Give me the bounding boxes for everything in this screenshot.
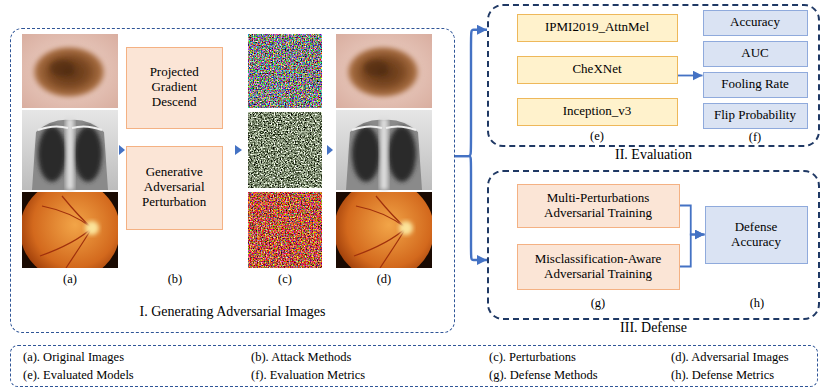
flow-arrowhead <box>119 145 125 155</box>
attack-method-box: Misclassification-Aware Adversarial Trai… <box>517 244 680 290</box>
adversarial-xray <box>336 110 432 190</box>
part-letter: (e) <box>590 129 604 144</box>
box-label: IPMI2019_AttnMel <box>545 20 649 35</box>
legend-entry: (h). Defense Metrics <box>671 368 774 383</box>
connector-arrow <box>680 206 705 235</box>
adversarial-retina <box>334 180 434 280</box>
box-label: Generative Adversarial Perturbation <box>132 165 217 210</box>
legend-entry: (f). Evaluation Metrics <box>251 368 365 383</box>
box-label: AUC <box>741 46 768 61</box>
part-letter: (b) <box>168 272 183 287</box>
metric-box: AUC <box>703 41 808 67</box>
legend-entry: (g). Defense Methods <box>489 368 598 383</box>
part-letter: (d) <box>377 272 392 287</box>
legend-box: (a). Original Images (b). Attack Methods (… <box>10 345 818 387</box>
original-skin <box>22 34 118 108</box>
legend-entry: (a). Original Images <box>23 350 124 365</box>
attack-method-box: Projected Gradient Descend <box>126 47 223 129</box>
flow-arrowhead <box>327 145 333 155</box>
legend-entry: (d). Adversarial Images <box>671 350 789 365</box>
model-box: CheXNet <box>517 56 678 84</box>
legend-entry: (e). Evaluated Models <box>23 368 134 383</box>
flow-arrowhead <box>235 145 242 155</box>
connector-arrow <box>678 75 703 77</box>
metric-box: Flip Probability <box>703 103 808 129</box>
box-label: Defense Accuracy <box>711 220 802 250</box>
connector-arrow <box>680 235 705 267</box>
box-label: Accuracy <box>730 15 780 30</box>
section-title: II. Evaluation <box>489 147 818 163</box>
part-letter: (g) <box>591 296 606 311</box>
metric-box: Defense Accuracy <box>705 206 808 264</box>
box-label: Flip Probability <box>714 108 796 123</box>
box-label: CheXNet <box>572 62 621 77</box>
section-title: III. Defense <box>489 320 818 336</box>
adversarial-skin <box>336 34 432 108</box>
section-panel: II. EvaluationIPMI2019_AttnMelCheXNetInc… <box>487 4 820 147</box>
part-letter: (a) <box>63 272 77 287</box>
section-panel: I. Generating Adversarial Images Projecte… <box>10 28 455 333</box>
box-label: Multi-Perturbations Adversarial Training <box>523 191 674 221</box>
legend-entry: (b). Attack Methods <box>251 350 351 365</box>
section-panel: III. DefenseMulti-Perturbations Adversar… <box>487 170 820 320</box>
attack-method-box: Generative Adversarial Perturbation <box>126 146 223 230</box>
attack-method-box: Multi-Perturbations Adversarial Training <box>517 184 680 228</box>
perturbation-noise <box>248 192 322 268</box>
part-letter: (f) <box>749 130 762 145</box>
model-box: Inception_v3 <box>517 98 678 126</box>
part-letter: (c) <box>278 272 292 287</box>
original-xray <box>22 110 118 190</box>
box-label: Fooling Rate <box>721 77 789 92</box>
box-label: Projected Gradient Descend <box>132 65 217 110</box>
part-letter: (h) <box>750 296 765 311</box>
box-label: Misclassification-Aware Adversarial Trai… <box>523 252 674 282</box>
metric-box: Fooling Rate <box>703 72 808 98</box>
perturbation-noise <box>248 34 322 108</box>
connector-arrow <box>455 156 487 260</box>
perturbation-noise <box>248 112 322 188</box>
box-label: Inception_v3 <box>563 104 632 119</box>
original-retina <box>20 180 120 280</box>
legend-entry: (c). Perturbations <box>489 350 576 365</box>
connector-arrow <box>455 30 487 156</box>
section-title: I. Generating Adversarial Images <box>11 304 454 320</box>
model-box: IPMI2019_AttnMel <box>517 14 678 42</box>
metric-box: Accuracy <box>703 10 808 36</box>
